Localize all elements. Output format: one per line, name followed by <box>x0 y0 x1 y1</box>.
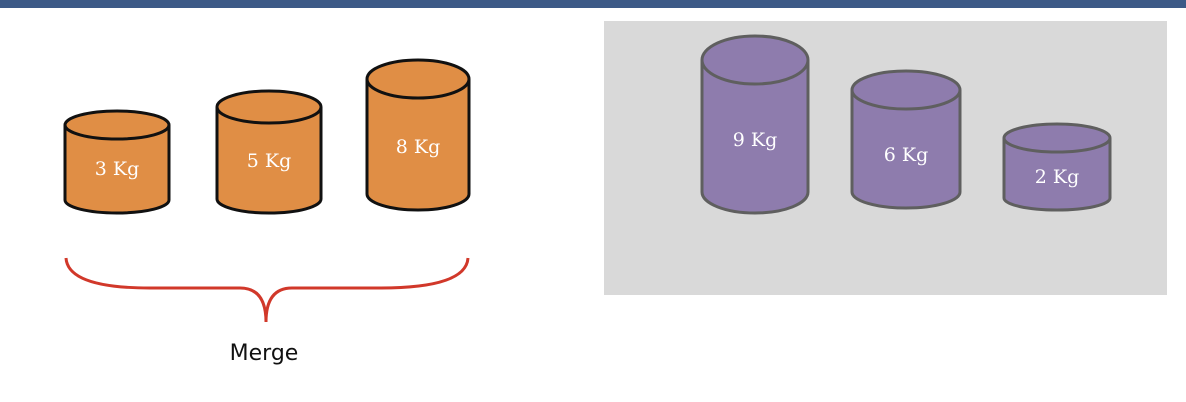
weight-label-3kg: 3 Kg <box>95 158 140 180</box>
cylinder-8kg: 8 Kg <box>365 58 471 212</box>
cylinder-3kg: 3 Kg <box>63 109 171 215</box>
merge-brace <box>64 257 470 323</box>
cylinder-9kg: 9 Kg <box>700 34 810 215</box>
cylinder-6kg: 6 Kg <box>850 69 962 210</box>
weight-label-9kg: 9 Kg <box>733 129 778 151</box>
weight-label-2kg: 2 Kg <box>1035 166 1080 188</box>
weight-label-6kg: 6 Kg <box>884 144 929 166</box>
merge-label: Merge <box>230 341 299 366</box>
cylinder-2kg: 2 Kg <box>1002 122 1112 212</box>
weight-label-5kg: 5 Kg <box>247 150 292 172</box>
cylinder-5kg: 5 Kg <box>215 89 323 215</box>
header-bar <box>0 0 1186 8</box>
weight-label-8kg: 8 Kg <box>396 136 441 158</box>
